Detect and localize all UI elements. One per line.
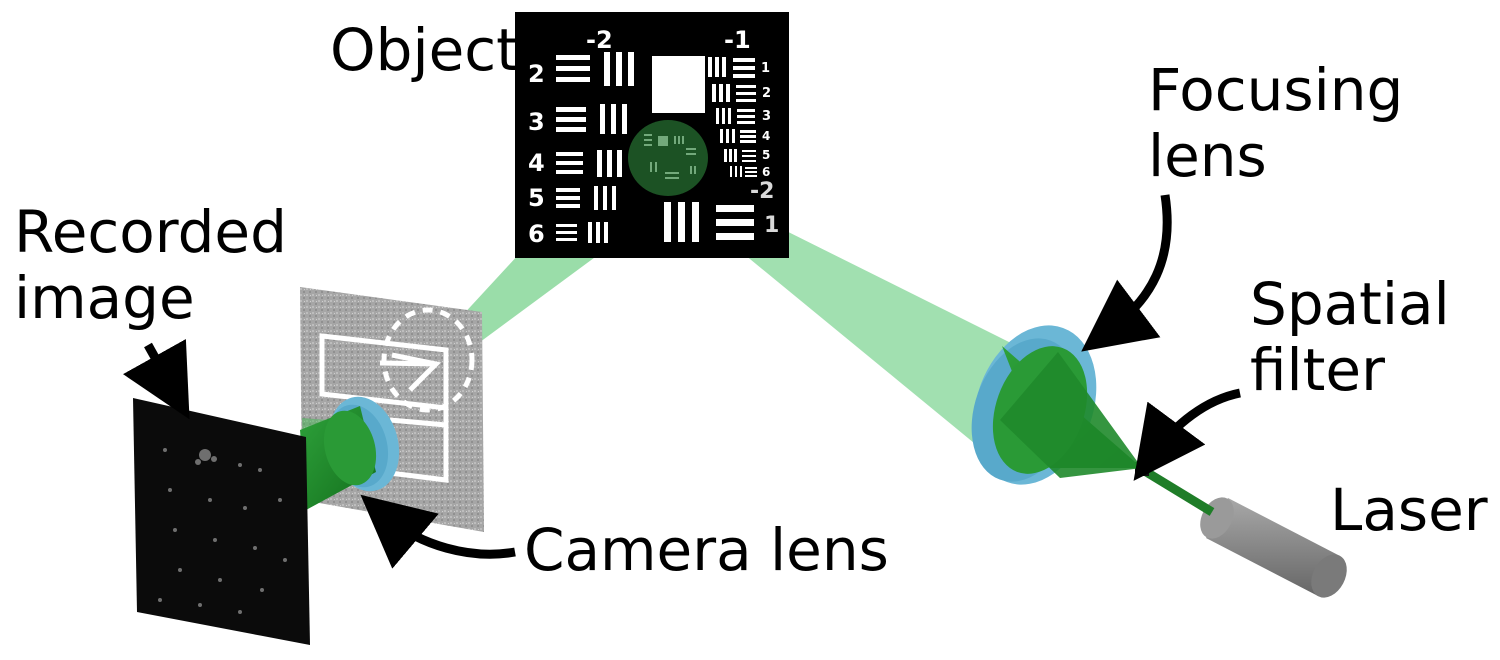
beam-spot-on-object	[628, 120, 708, 196]
target-element-label: 6	[762, 165, 770, 179]
target-element-label: 4	[528, 149, 545, 177]
label-focusing-lens-line2: lens	[1148, 122, 1267, 190]
label-object: Object	[330, 16, 519, 84]
spatial-filter-pointer-arrow	[1133, 388, 1241, 481]
focusing-lens-pointer-arrow	[1081, 194, 1172, 352]
target-group-label-inner: -2	[750, 179, 774, 204]
label-recorded-image-line1: Recorded	[14, 198, 287, 266]
laser-beam	[1140, 466, 1215, 516]
target-element-label: 1	[761, 61, 770, 76]
target-element-label: 2	[528, 60, 545, 88]
target-element-label: 5	[762, 148, 770, 162]
camera-lens	[300, 396, 400, 510]
target-element-label: 2	[762, 86, 771, 101]
target-element-label-inner: 1	[764, 213, 779, 238]
label-spatial-filter-line1: Spatial	[1250, 270, 1450, 338]
target-group-label-top-left: -2	[586, 26, 613, 54]
target-element-label: 3	[762, 109, 771, 124]
target-group-label-top-right: -1	[724, 26, 751, 54]
target-element-label: 5	[528, 184, 545, 212]
target-element-label: 6	[528, 220, 545, 248]
target-element-label: 3	[528, 108, 545, 136]
camera-lens-pointer-arrow	[360, 494, 516, 569]
label-camera-lens: Camera lens	[524, 516, 889, 584]
label-focusing-lens-line1: Focusing	[1148, 56, 1403, 124]
object-resolution-target: -2 -1 -2 2 3 4 5 6 1 2 3 4 5 6 1	[515, 12, 789, 258]
label-recorded-image-line2: image	[14, 264, 195, 332]
target-element-label: 4	[762, 129, 770, 143]
recorded-image-pointer-arrow	[123, 339, 190, 420]
label-spatial-filter-line2: filter	[1250, 336, 1385, 404]
recorded-image-sensor	[133, 398, 310, 645]
focusing-lens	[971, 325, 1142, 485]
label-laser: Laser	[1330, 476, 1488, 544]
target-center-square	[652, 56, 705, 113]
